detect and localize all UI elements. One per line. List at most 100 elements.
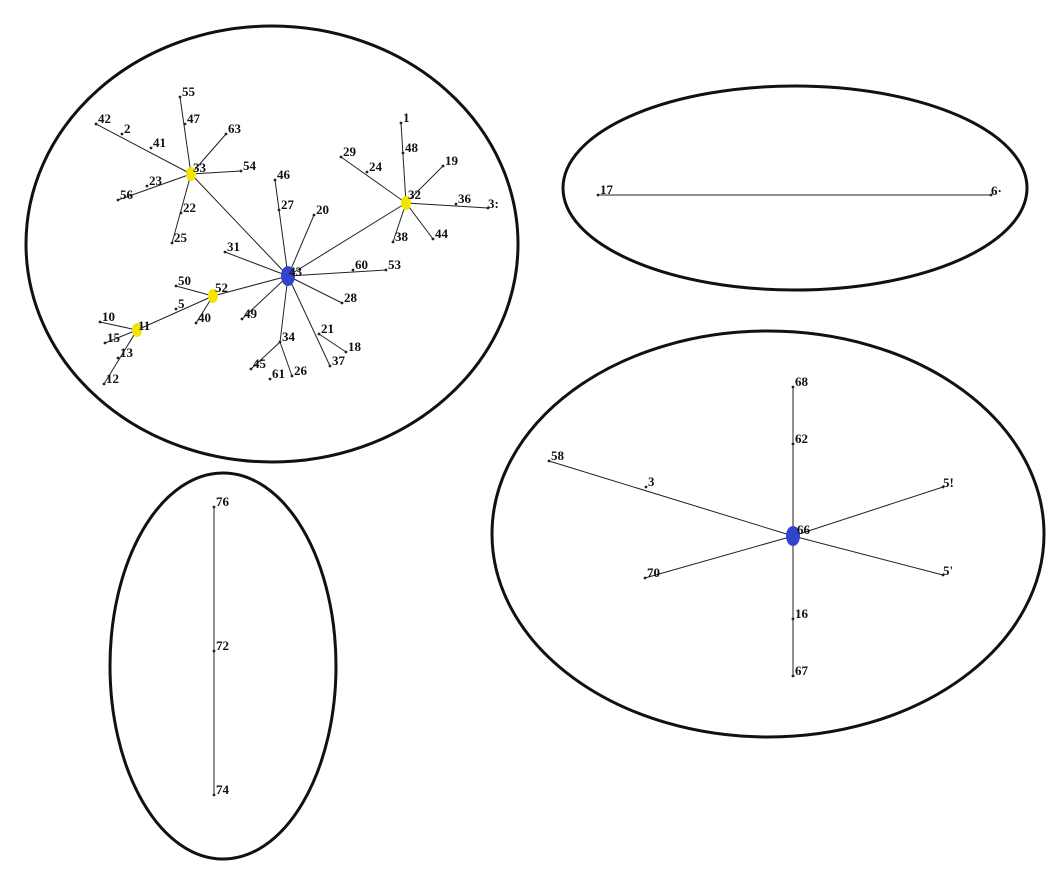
node-label: 29	[343, 144, 357, 159]
node-point	[178, 95, 182, 99]
node-26: 26	[290, 363, 308, 378]
node-point	[212, 793, 216, 797]
node-label: 41	[153, 135, 166, 150]
node-40: 40	[194, 310, 211, 325]
node-point	[239, 169, 243, 173]
node-point	[989, 193, 993, 197]
node-point	[179, 211, 183, 215]
node-25: 25	[170, 230, 188, 245]
cluster-b-outline	[561, 84, 1029, 292]
node-label: 38	[395, 229, 409, 244]
node-label: 20	[316, 202, 329, 217]
edge-33-55	[179, 96, 192, 175]
node-52: 52	[208, 280, 228, 303]
edges-layer	[95, 96, 991, 795]
node-point	[224, 132, 228, 136]
node-label: 45	[253, 356, 267, 371]
node-point	[344, 350, 348, 354]
edge-33-56	[117, 173, 192, 201]
node-label: 31	[227, 239, 240, 254]
edge-52-11	[136, 295, 214, 331]
node-point	[391, 240, 395, 244]
node-point	[339, 155, 343, 159]
node-76: 76	[212, 494, 230, 509]
node-38: 38	[391, 229, 409, 244]
node-point	[174, 284, 178, 288]
node-label: 34	[282, 329, 296, 344]
edge-52-50	[175, 285, 214, 297]
edge-11-15	[104, 329, 138, 344]
node-45: 45	[249, 356, 267, 371]
node-43: 43	[281, 264, 303, 286]
edge-32-19	[405, 165, 444, 204]
node-label: 63	[228, 121, 242, 136]
node-label: 62	[795, 431, 808, 446]
node-label: 26	[294, 363, 308, 378]
node-10: 10	[98, 309, 115, 324]
node-point	[116, 198, 120, 202]
edge-32-1	[400, 122, 407, 204]
edge-11-12	[103, 329, 138, 385]
node-label: 32	[408, 187, 421, 202]
node-32: 32	[401, 187, 421, 210]
node-12: 12	[102, 371, 119, 386]
node-3: 3	[644, 474, 655, 489]
edge-34-45	[250, 341, 281, 370]
node-point	[312, 213, 316, 217]
edge-66-59	[792, 486, 944, 537]
node-label: 58	[551, 448, 565, 463]
edge-43-33	[190, 173, 289, 277]
node-label: 61	[272, 366, 285, 381]
node-point	[644, 485, 648, 489]
node-label: 18	[348, 339, 362, 354]
node-16: 16	[791, 606, 809, 621]
node-point	[212, 505, 216, 509]
edge-43-46	[274, 179, 289, 277]
node-label: 21	[321, 321, 334, 336]
node-58: 58	[547, 448, 565, 463]
node-label: 33	[193, 160, 207, 175]
node-point	[149, 146, 153, 150]
node-44: 44	[431, 226, 449, 241]
node-54: 54	[239, 158, 257, 173]
node-29: 29	[339, 144, 357, 159]
node-point	[223, 250, 227, 254]
node-70: 70	[643, 565, 660, 580]
node-label: 60	[355, 257, 368, 272]
node-point	[317, 332, 321, 336]
node-21: 21	[317, 321, 334, 336]
node-label: 46	[277, 167, 291, 182]
node-53: 53	[384, 257, 402, 272]
node-63: 63	[224, 121, 242, 136]
node-41: 41	[149, 135, 166, 150]
node-point	[278, 340, 282, 344]
edge-66-57	[792, 535, 944, 576]
node-57: 5'	[941, 563, 953, 578]
node-point	[941, 485, 945, 489]
edge-34-26	[279, 341, 293, 377]
node-label: 12	[106, 371, 119, 386]
edge-33-42	[95, 123, 192, 175]
node-5: 5	[174, 296, 185, 311]
edge-43-32	[287, 202, 407, 277]
node-label: 23	[149, 173, 163, 188]
node-label: 42	[98, 111, 111, 126]
node-label: 49	[244, 306, 258, 321]
node-68: 68	[791, 374, 809, 389]
edge-43-20	[287, 214, 315, 277]
node-point	[103, 341, 107, 345]
node-point	[240, 317, 244, 321]
node-label: 70	[647, 565, 660, 580]
node-60: 60	[351, 257, 368, 272]
node-62: 62	[791, 431, 808, 446]
node-point	[365, 170, 369, 174]
edge-43-31	[224, 251, 289, 277]
node-label: 6·	[991, 183, 1002, 198]
node-label: 13	[120, 345, 134, 360]
node-label: 36	[458, 191, 472, 206]
node-point	[145, 184, 149, 188]
node-56: 56	[116, 187, 134, 202]
node-point	[174, 307, 178, 311]
